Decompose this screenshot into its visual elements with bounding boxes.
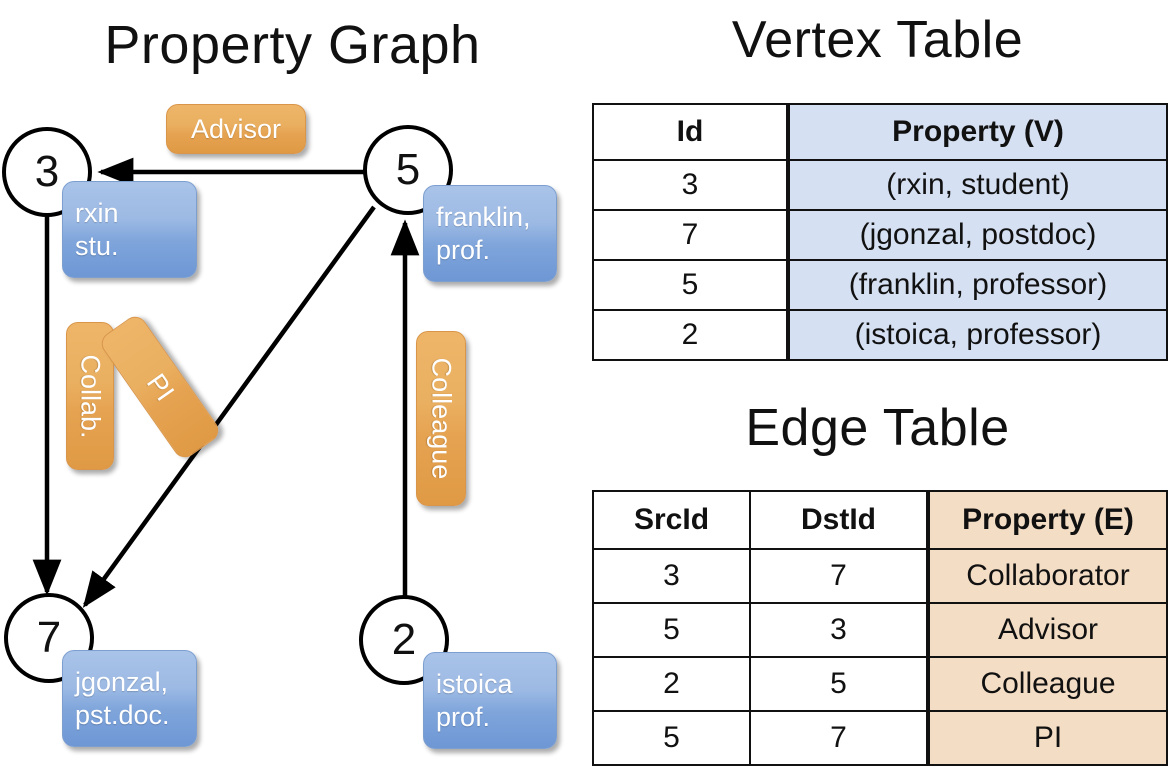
vertex-row-3-id: 2 — [592, 309, 789, 361]
node-property-istoica-line2: prof. — [436, 701, 491, 732]
edge-table-header-dstid: DstId — [749, 490, 929, 550]
edge-table-header-property: Property (E) — [926, 490, 1168, 550]
edge-row-1-dst: 3 — [749, 602, 929, 658]
vertex-table-header-property: Property (V) — [786, 103, 1168, 161]
graph-node-5[interactable]: 5 — [363, 125, 453, 215]
page-title-property-graph: Property Graph — [104, 15, 481, 75]
table-row[interactable]: 5 3 Advisor — [592, 602, 1168, 658]
edge-row-1-src: 5 — [592, 602, 751, 658]
edge-label-advisor[interactable]: Advisor — [166, 104, 306, 154]
node-property-rxin-line2: stu. — [75, 230, 119, 261]
node-property-franklin-line2: prof. — [436, 234, 491, 265]
node-property-jgonzal-line1: jgonzal, — [75, 666, 169, 697]
table-row[interactable]: 3 (rxin, student) — [592, 159, 1168, 211]
graph-node-3[interactable]: 3 — [2, 127, 92, 217]
vertex-row-2-id: 5 — [592, 259, 789, 311]
edge-label-colleague-text: Colleague — [426, 357, 457, 480]
edge-row-2-property: Colleague — [926, 656, 1168, 712]
property-graph-diagram: 3 5 7 2 rxin stu. franklin, prof. jgonz — [0, 80, 585, 760]
vertex-table-header-id: Id — [592, 103, 789, 161]
edge-label-colleague[interactable]: Colleague — [416, 331, 466, 506]
table-row[interactable]: 2 5 Colleague — [592, 656, 1168, 712]
table-header-row: SrcId DstId Property (E) — [592, 490, 1168, 550]
table-row[interactable]: 5 (franklin, professor) — [592, 259, 1168, 311]
graph-node-2-id: 2 — [391, 615, 417, 664]
table-row[interactable]: 7 (jgonzal, postdoc) — [592, 209, 1168, 261]
edge-row-3-src: 5 — [592, 710, 751, 766]
node-property-jgonzal-line2: pst.doc. — [75, 699, 170, 730]
edge-row-0-dst: 7 — [749, 548, 929, 604]
edge-row-0-src: 3 — [592, 548, 751, 604]
edge-label-advisor-text: Advisor — [190, 113, 282, 144]
vertex-row-2-property: (franklin, professor) — [786, 259, 1168, 311]
vertex-table: Id Property (V) 3 (rxin, student) 7 (jgo… — [592, 103, 1168, 361]
edge-row-1-property: Advisor — [926, 602, 1168, 658]
graph-node-3-id: 3 — [34, 147, 60, 196]
vertex-row-3-property: (istoica, professor) — [786, 309, 1168, 361]
table-row[interactable]: 3 7 Collaborator — [592, 548, 1168, 604]
node-property-istoica-line1: istoica — [436, 668, 513, 699]
node-property-box-rxin[interactable]: rxin stu. — [62, 181, 197, 278]
graph-edges-svg — [32, 157, 420, 608]
table-row[interactable]: 5 7 PI — [592, 710, 1168, 766]
vertex-row-0-property: (rxin, student) — [786, 159, 1168, 211]
node-property-box-jgonzal[interactable]: jgonzal, pst.doc. — [62, 650, 197, 747]
edge-label-pi-text: PI — [140, 367, 180, 406]
vertex-row-0-id: 3 — [592, 159, 789, 211]
edge-label-collab-text: Collab. — [75, 353, 106, 439]
graph-node-5-id: 5 — [395, 145, 421, 194]
node-property-box-istoica[interactable]: istoica prof. — [423, 652, 557, 749]
edge-table: SrcId DstId Property (E) 3 7 Collaborato… — [592, 490, 1168, 766]
edge-row-0-property: Collaborator — [926, 548, 1168, 604]
edge-row-3-property: PI — [926, 710, 1168, 766]
edge-row-3-dst: 7 — [749, 710, 929, 766]
node-property-rxin-line1: rxin — [75, 197, 119, 228]
edge-row-2-src: 2 — [592, 656, 751, 712]
node-property-franklin-line1: franklin, — [436, 201, 531, 232]
edge-table-header-srcid: SrcId — [592, 490, 751, 550]
edge-row-2-dst: 5 — [749, 656, 929, 712]
vertex-row-1-property: (jgonzal, postdoc) — [786, 209, 1168, 261]
graph-node-7-id: 7 — [36, 613, 62, 662]
table-row[interactable]: 2 (istoica, professor) — [592, 309, 1168, 361]
edge-5-to-7 — [82, 205, 376, 608]
vertex-row-1-id: 7 — [592, 209, 789, 261]
node-property-box-franklin[interactable]: franklin, prof. — [423, 185, 557, 282]
page-title-vertex-table: Vertex Table — [731, 11, 1024, 69]
table-header-row: Id Property (V) — [592, 103, 1168, 161]
page-title-edge-table: Edge Table — [745, 399, 1010, 457]
